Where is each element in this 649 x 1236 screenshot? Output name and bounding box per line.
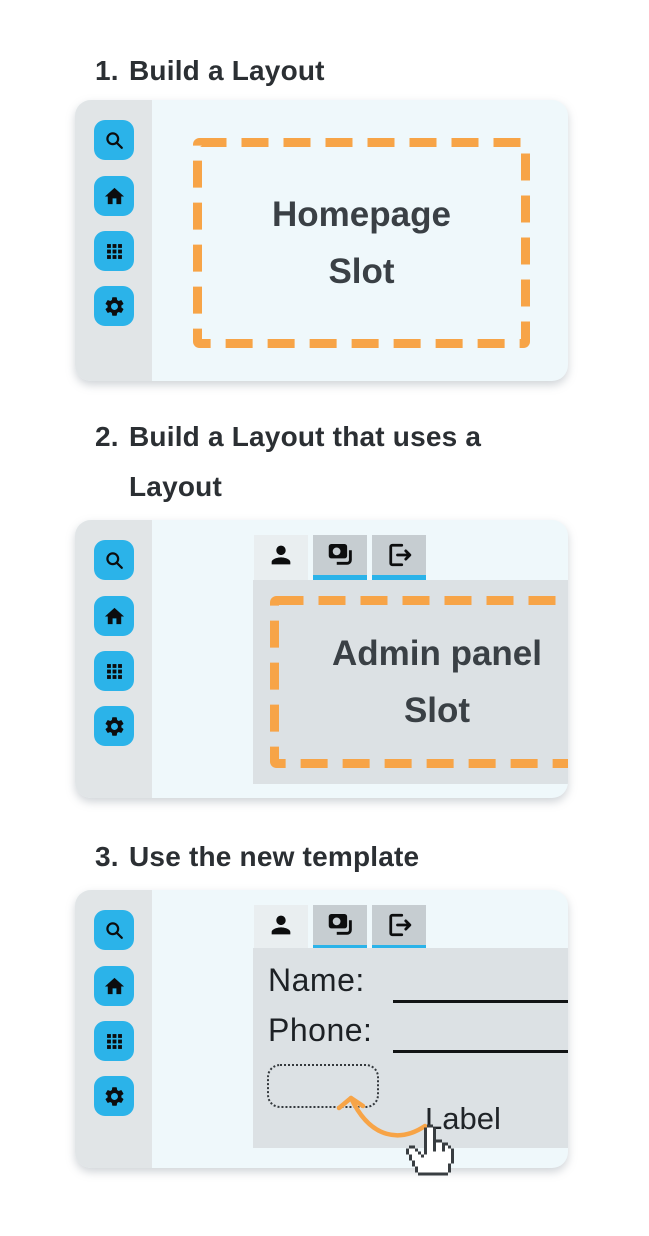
home-button[interactable] [94, 176, 134, 216]
gear-icon [105, 296, 123, 316]
slot-label-line2: Slot [328, 252, 395, 291]
person-icon [271, 915, 291, 935]
tab-media[interactable] [313, 905, 367, 950]
tab-profile[interactable] [254, 535, 308, 580]
settings-button[interactable] [94, 286, 134, 326]
search-icon [105, 131, 123, 149]
apps-grid-button[interactable] [94, 231, 134, 271]
admin-panel-slot: Admin panel Slot [270, 596, 568, 768]
gear-icon [105, 716, 123, 736]
search-button[interactable] [94, 910, 134, 950]
homepage-slot: Homepage Slot [193, 138, 530, 348]
home-icon [104, 607, 124, 624]
name-field-label: Name: [268, 962, 365, 998]
tab-profile[interactable] [254, 905, 308, 950]
mockup-sidebar [75, 890, 152, 1168]
name-input-line[interactable] [393, 1000, 568, 1003]
label-placeholder-box [267, 1064, 379, 1108]
apps-grid-button[interactable] [94, 1021, 134, 1061]
search-button[interactable] [94, 120, 134, 160]
grid-icon [106, 1033, 122, 1049]
search-button[interactable] [94, 540, 134, 580]
mockup-sidebar [75, 520, 152, 798]
logout-icon [389, 543, 412, 567]
tab-logout[interactable] [372, 905, 426, 950]
slot-label: Homepage Slot [193, 138, 530, 348]
label-annotation: Label [425, 1101, 501, 1136]
step-title: Build a Layout that uses a Layout [129, 421, 482, 502]
step-number: 3. [95, 841, 119, 872]
photo-icon [328, 544, 352, 565]
tab-logout[interactable] [372, 535, 426, 580]
slot-dashed-border [193, 138, 530, 348]
phone-input-line[interactable] [393, 1050, 568, 1053]
step-title: Build a Layout [129, 55, 325, 86]
step-number: 2. [95, 421, 119, 452]
mockup-panel: Name: Phone: Label [253, 948, 568, 1148]
slot-label-line1: Homepage [272, 195, 451, 234]
grid-icon [106, 243, 122, 259]
slot-label-line1: Admin panel [331, 634, 543, 673]
grid-icon [106, 663, 122, 679]
search-icon [105, 921, 123, 939]
settings-button[interactable] [94, 706, 134, 746]
slot-label-line2: Slot [403, 691, 471, 730]
phone-field-label: Phone: [268, 1012, 373, 1048]
mockup-card-step3: Name: Phone: Label [75, 890, 568, 1168]
mockup-tabbar [254, 905, 426, 950]
mockup-content-area: Homepage Slot [152, 100, 568, 381]
mockup-content-area: Name: Phone: Label [152, 890, 568, 1168]
step-3-heading: 3. Use the new template [95, 832, 419, 882]
gear-icon [105, 1086, 123, 1106]
mockup-tabbar [254, 535, 426, 580]
logout-icon [389, 913, 412, 937]
apps-grid-button[interactable] [94, 651, 134, 691]
step-1-heading: 1. Build a Layout [95, 46, 325, 96]
mockup-card-step1: Homepage Slot [75, 100, 568, 381]
curved-arrow-icon [336, 1095, 428, 1138]
person-icon [271, 545, 291, 565]
step-number: 1. [95, 55, 119, 86]
step-title: Use the new template [129, 841, 420, 872]
home-icon [104, 977, 124, 994]
mockup-panel: Admin panel Slot [253, 580, 568, 784]
home-button[interactable] [94, 596, 134, 636]
mockup-sidebar [75, 100, 152, 381]
home-icon [104, 187, 124, 204]
search-icon [105, 551, 123, 569]
slot-label: Admin panel Slot [270, 596, 568, 768]
settings-button[interactable] [94, 1076, 134, 1116]
mockup-card-step2: Admin panel Slot [75, 520, 568, 798]
hand-cursor-icon [406, 1124, 454, 1176]
home-button[interactable] [94, 966, 134, 1006]
slot-dashed-border [270, 596, 568, 768]
tab-media[interactable] [313, 535, 367, 580]
step-2-heading: 2. Build a Layout that uses a Layout [95, 412, 561, 512]
mockup-content-area: Admin panel Slot [152, 520, 568, 798]
photo-icon [328, 914, 352, 935]
